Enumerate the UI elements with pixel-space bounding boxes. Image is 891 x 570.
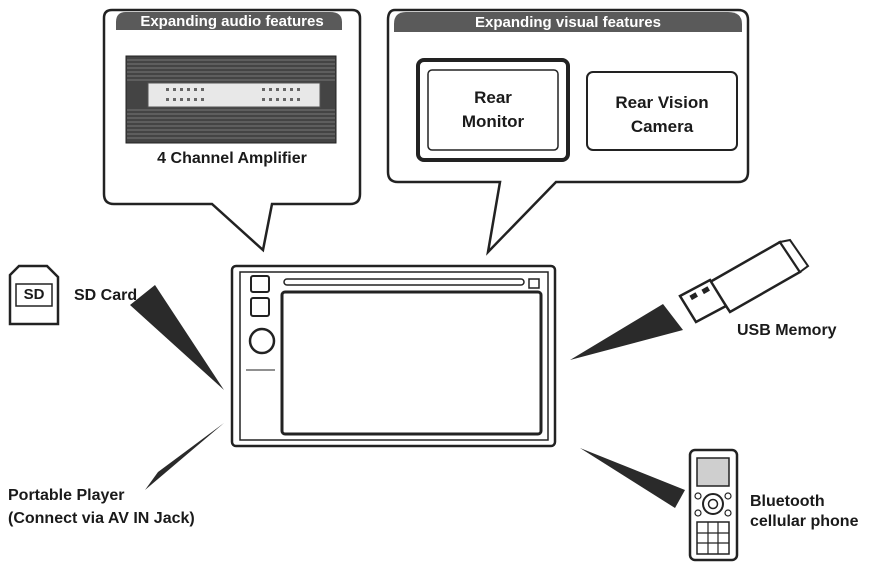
touch-screen [280, 290, 543, 436]
portable-player-line1: Portable Player [8, 487, 125, 504]
sd-icon-text: SD [23, 286, 45, 303]
disc-slot [283, 278, 525, 286]
amplifier-icon [125, 55, 337, 144]
sd-card-icon [8, 264, 60, 326]
rear-monitor-label: Rear Monitor [418, 86, 568, 134]
bluetooth-phone-icon [688, 448, 739, 562]
audio-header-bar [116, 12, 342, 30]
player-wedge [145, 423, 224, 490]
eject-button [528, 278, 540, 289]
visual-callout [386, 8, 750, 256]
sd-wedge [130, 285, 224, 390]
usb-wedge [570, 304, 683, 360]
visual-header-text: Expanding visual features [475, 14, 661, 31]
audio-header-text: Expanding audio features [140, 13, 324, 30]
rear-monitor-line2: Monitor [461, 112, 525, 131]
usb-memory-label: USB Memory [737, 322, 837, 339]
connection-wedges [130, 285, 685, 508]
sd-card-label: SD Card [74, 287, 138, 304]
audio-callout [102, 8, 362, 253]
portable-player-line2: (Connect via AV IN Jack) [8, 510, 195, 527]
portable-player-label: Portable Player (Connect via AV IN Jack) [8, 484, 195, 530]
rear-camera-line1: Rear Vision [615, 93, 709, 112]
rear-camera-box [586, 71, 738, 151]
bluetooth-label: Bluetooth cellular phone [750, 492, 858, 532]
usb-memory-icon [678, 238, 810, 324]
rear-monitor-line1: Rear [474, 88, 512, 107]
bluetooth-line1: Bluetooth [750, 493, 825, 510]
visual-header-bar [394, 12, 742, 32]
bluetooth-line2: cellular phone [750, 513, 859, 530]
rear-camera-label: Rear Vision Camera [587, 91, 737, 139]
amplifier-label: 4 Channel Amplifier [157, 150, 307, 167]
volume-knob [248, 327, 276, 355]
unit-button-top [250, 275, 270, 293]
rear-monitor-box [416, 58, 570, 162]
bluetooth-wedge [580, 448, 685, 508]
head-unit [230, 264, 557, 448]
rear-camera-line2: Camera [630, 117, 694, 136]
unit-button-mid [250, 297, 270, 317]
